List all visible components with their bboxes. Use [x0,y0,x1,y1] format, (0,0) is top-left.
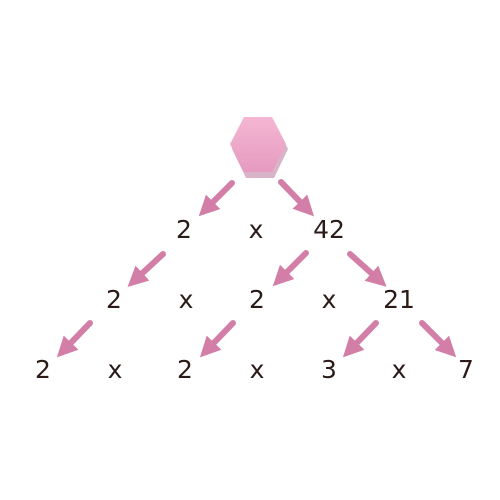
arrow-r1right-right [347,251,387,287]
row1-left-factor: 2 [176,215,192,244]
row-1: 2 x 42 [176,215,345,244]
row-2: 2 x 2 x 21 [106,285,415,314]
row3-factor-d: 7 [458,355,474,384]
row3-factor-a: 2 [35,355,51,384]
arrow-root-left [198,180,235,217]
row3-factor-b: 2 [177,355,193,384]
row1-multiply-sign: x [249,215,264,244]
row2-factor-c: 21 [383,285,415,314]
arrow-r1left-down [127,251,166,287]
row1-right-factor: 42 [313,215,345,244]
row2-multiply-sign-2: x [322,285,337,314]
arrow-r2a-down [56,320,93,358]
row3-multiply-sign-2: x [250,355,265,384]
arrow-root-right [278,179,315,217]
row2-factor-b: 2 [249,285,265,314]
row-3: 2 x 2 x 3 x 7 [35,355,474,384]
row2-multiply-sign-1: x [179,285,194,314]
arrow-r2b-down [199,320,236,358]
row3-multiply-sign-1: x [108,355,123,384]
arrow-r2c-left [342,320,379,358]
row2-factor-a: 2 [106,285,122,314]
root-hexagon [230,117,288,178]
row3-multiply-sign-3: x [392,355,407,384]
arrow-r2c-right [419,320,457,358]
row3-factor-c: 3 [321,355,337,384]
arrow-r1right-left [272,250,309,287]
